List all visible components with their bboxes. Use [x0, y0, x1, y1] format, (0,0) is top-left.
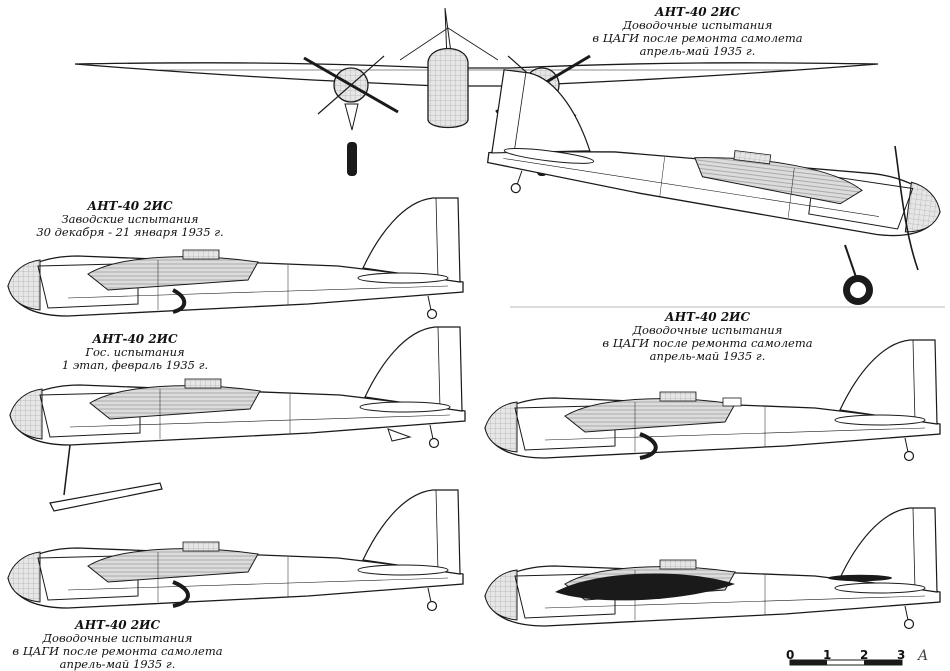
caption-line: в ЦАГИ после ремонта самолета [12, 644, 223, 658]
caption-line: апрель-май 1935 г. [639, 44, 756, 58]
caption-left-factory: АНТ-40 2ИС Заводские испытания 30 декабр… [30, 200, 230, 239]
caption-line: Доводочные испытания [632, 323, 783, 337]
caption-top-right: АНТ-40 2ИС Доводочные испытания в ЦАГИ п… [590, 6, 805, 58]
caption-line: Гос. испытания [85, 345, 185, 359]
caption-line: апрель-май 1935 г. [649, 349, 766, 363]
caption-line: Заводские испытания [61, 212, 199, 226]
caption-line: 30 декабря - 21 января 1935 г. [36, 225, 224, 239]
propeller-icon [894, 145, 919, 271]
scale-label-1: 1 [823, 648, 832, 662]
caption-title: АНТ-40 2ИС [654, 5, 741, 19]
side-view-right-facing-ground [483, 68, 950, 245]
caption-bottom-left: АНТ-40 2ИС Доводочные испытания в ЦАГИ п… [10, 619, 225, 671]
side-view-factory-tests [7, 197, 464, 320]
caption-title: АНТ-40 2ИС [74, 618, 161, 632]
caption-line: в ЦАГИ после ремонта самолета [592, 31, 803, 45]
caption-title: АНТ-40 2ИС [92, 332, 178, 346]
caption-right-tsagi: АНТ-40 2ИС Доводочные испытания в ЦАГИ п… [600, 311, 815, 363]
scale-label-0: 0 [786, 648, 795, 662]
caption-title: АНТ-40 2ИС [87, 199, 173, 213]
side-view-tsagi-tests-left [7, 489, 464, 612]
scale-label-3: 3 [897, 648, 906, 662]
caption-left-state: АНТ-40 2ИС Гос. испытания 1 этап, феврал… [60, 333, 210, 372]
side-view-state-tests-skis [9, 326, 466, 512]
caption-line: апрель-май 1935 г. [59, 657, 176, 671]
side-view-clean-profile [484, 507, 941, 630]
scale-bar [789, 659, 903, 666]
caption-title: АНТ-40 2ИС [664, 310, 751, 324]
caption-line: в ЦАГИ после ремонта самолета [602, 336, 813, 350]
caption-line: 1 этап, февраль 1935 г. [61, 358, 209, 372]
caption-line: Доводочные испытания [42, 631, 193, 645]
main-wheel-icon [843, 244, 873, 305]
caption-line: Доводочные испытания [622, 18, 773, 32]
signature-mark: A [918, 648, 929, 664]
scale-label-2: 2 [860, 648, 869, 662]
side-view-tsagi-tests-right [484, 339, 941, 462]
